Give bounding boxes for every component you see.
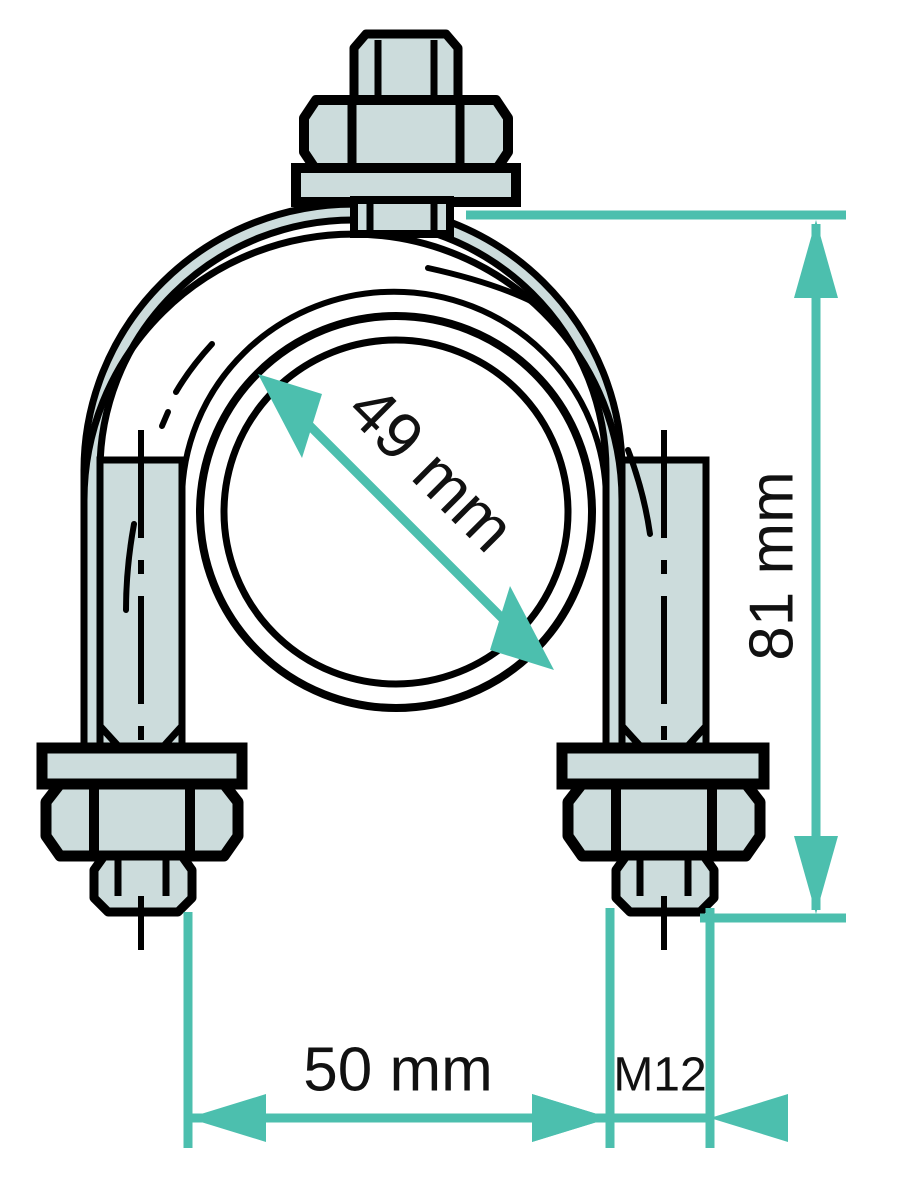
height-arrowhead-top (794, 220, 838, 298)
left-hex-nut (40, 778, 244, 862)
thread-dimension: M12 (532, 908, 788, 1148)
top-fastener-assembly (291, 29, 521, 238)
pipe-section (196, 312, 596, 712)
u-bend-inner-arc (179, 288, 609, 501)
top-bolt-tip (349, 29, 463, 109)
width-dimension: 50 mm (183, 908, 615, 1148)
height-dimension: 81 mm (466, 210, 846, 923)
bend-highlight-top-right (425, 265, 536, 305)
bend-highlight-right (625, 447, 653, 537)
thread-arrowhead-right (710, 1094, 788, 1142)
width-dimension-label: 50 mm (303, 1035, 492, 1104)
bend-highlight-left-lower (123, 521, 137, 613)
diameter-arrowhead-lower-right (490, 586, 554, 670)
top-hex-nut (299, 95, 513, 175)
diameter-dimension-line (268, 384, 544, 660)
left-fastener-assembly (36, 742, 248, 950)
height-dimension-label: 81 mm (737, 471, 806, 660)
diameter-arrowhead-upper-left (258, 374, 322, 458)
bend-highlight-upper-left (173, 341, 215, 395)
thread-arrowhead-left (532, 1094, 610, 1142)
bend-highlight-left-small (159, 409, 171, 429)
pipe-inner-circle (220, 336, 572, 688)
pipe-outer-circle (196, 312, 596, 712)
left-washer (36, 742, 248, 790)
thread-dimension-label: M12 (613, 1049, 706, 1102)
width-arrowhead-left (188, 1094, 266, 1142)
height-arrowhead-bottom (794, 836, 838, 914)
right-fastener-assembly (556, 742, 770, 950)
right-hex-nut (562, 778, 766, 862)
